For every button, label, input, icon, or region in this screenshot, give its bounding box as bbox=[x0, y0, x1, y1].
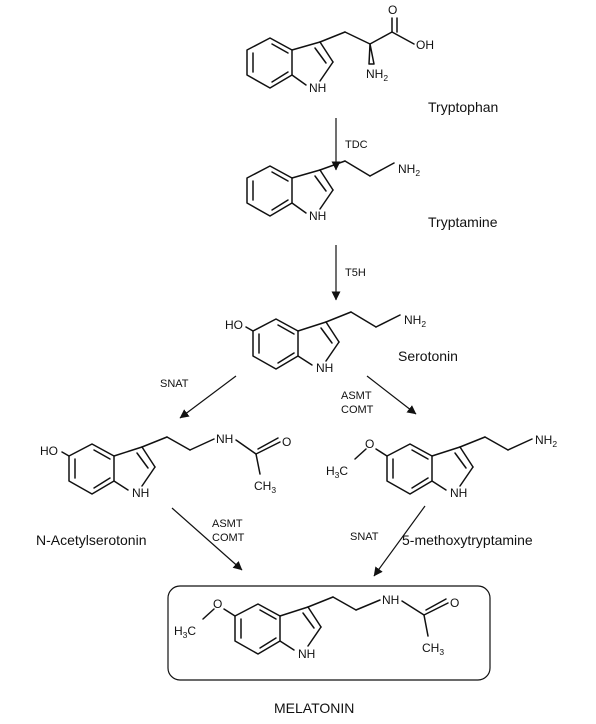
tryptophan-label: Tryptophan bbox=[428, 99, 498, 115]
methoxytryptamine-nh2-label: NH2 bbox=[535, 433, 557, 449]
arrow-snat-left bbox=[179, 375, 237, 419]
tryptamine-nh-label: NH bbox=[309, 209, 326, 223]
melatonin-ch3-label: CH3 bbox=[422, 641, 444, 657]
enzyme-snat-right-label: SNAT bbox=[350, 531, 379, 543]
arrow-snat-right bbox=[373, 505, 426, 577]
methoxytryptamine-o-label: O bbox=[365, 437, 374, 451]
methoxytryptamine-nh-label: NH bbox=[450, 486, 467, 500]
tryptamine-structure: NH NH2 bbox=[246, 160, 420, 223]
melatonin-nh-ring-label: NH bbox=[298, 647, 315, 661]
enzyme-comt-middle-label: COMT bbox=[341, 404, 374, 416]
n-acetylserotonin-structure: HO NH NH O CH3 bbox=[40, 432, 291, 500]
methoxytryptamine-label: 5-methoxytryptamine bbox=[402, 532, 533, 548]
tryptamine-label: Tryptamine bbox=[428, 214, 498, 230]
serotonin-nh-label: NH bbox=[316, 361, 333, 375]
serotonin-ho-label: HO bbox=[225, 318, 243, 332]
melatonin-nh-amide-label: NH bbox=[382, 593, 399, 607]
arrow-asmt-comt-lower bbox=[171, 507, 243, 571]
tryptophan-nh-label: NH bbox=[309, 81, 326, 95]
tryptophan-oh-label: OH bbox=[416, 38, 434, 52]
tryptophan-structure: NH O OH NH2 bbox=[246, 3, 434, 95]
enzyme-snat-left-label: SNAT bbox=[160, 378, 189, 390]
enzyme-tdc-label: TDC bbox=[345, 139, 368, 151]
melatonin-structure: O H3C NH NH O CH3 bbox=[174, 593, 459, 661]
enzyme-comt-lower-label: COMT bbox=[212, 532, 245, 544]
tryptophan-nh2-label: NH2 bbox=[366, 67, 388, 83]
melatonin-box bbox=[167, 585, 491, 681]
n-acetylserotonin-ho-label: HO bbox=[40, 444, 58, 458]
melatonin-o-methoxy-label: O bbox=[213, 597, 222, 611]
serotonin-structure: HO NH NH2 bbox=[225, 311, 426, 375]
tryptamine-nh2-label: NH2 bbox=[398, 162, 420, 178]
tryptophan-o-label: O bbox=[388, 3, 397, 17]
melatonin-h3c-label: H3C bbox=[174, 624, 196, 640]
methoxytryptamine-h3c-label: H3C bbox=[326, 464, 348, 480]
melatonin-o-carbonyl-label: O bbox=[450, 596, 459, 610]
n-acetylserotonin-nh-amide-label: NH bbox=[216, 432, 233, 446]
n-acetylserotonin-label: N-Acetylserotonin bbox=[36, 532, 147, 548]
n-acetylserotonin-o-label: O bbox=[282, 435, 291, 449]
n-acetylserotonin-nh-ring-label: NH bbox=[132, 486, 149, 500]
serotonin-nh2-label: NH2 bbox=[404, 313, 426, 329]
serotonin-label: Serotonin bbox=[398, 348, 458, 364]
enzyme-asmt-middle-label: ASMT bbox=[341, 390, 372, 402]
arrow-asmt-comt-middle bbox=[366, 375, 417, 415]
methoxytryptamine-structure: O H3C NH NH2 bbox=[326, 433, 557, 500]
n-acetylserotonin-ch3-label: CH3 bbox=[254, 479, 276, 495]
enzyme-t5h-label: T5H bbox=[345, 267, 366, 279]
enzyme-asmt-lower-label: ASMT bbox=[212, 518, 243, 530]
melatonin-label: MELATONIN bbox=[274, 700, 354, 716]
